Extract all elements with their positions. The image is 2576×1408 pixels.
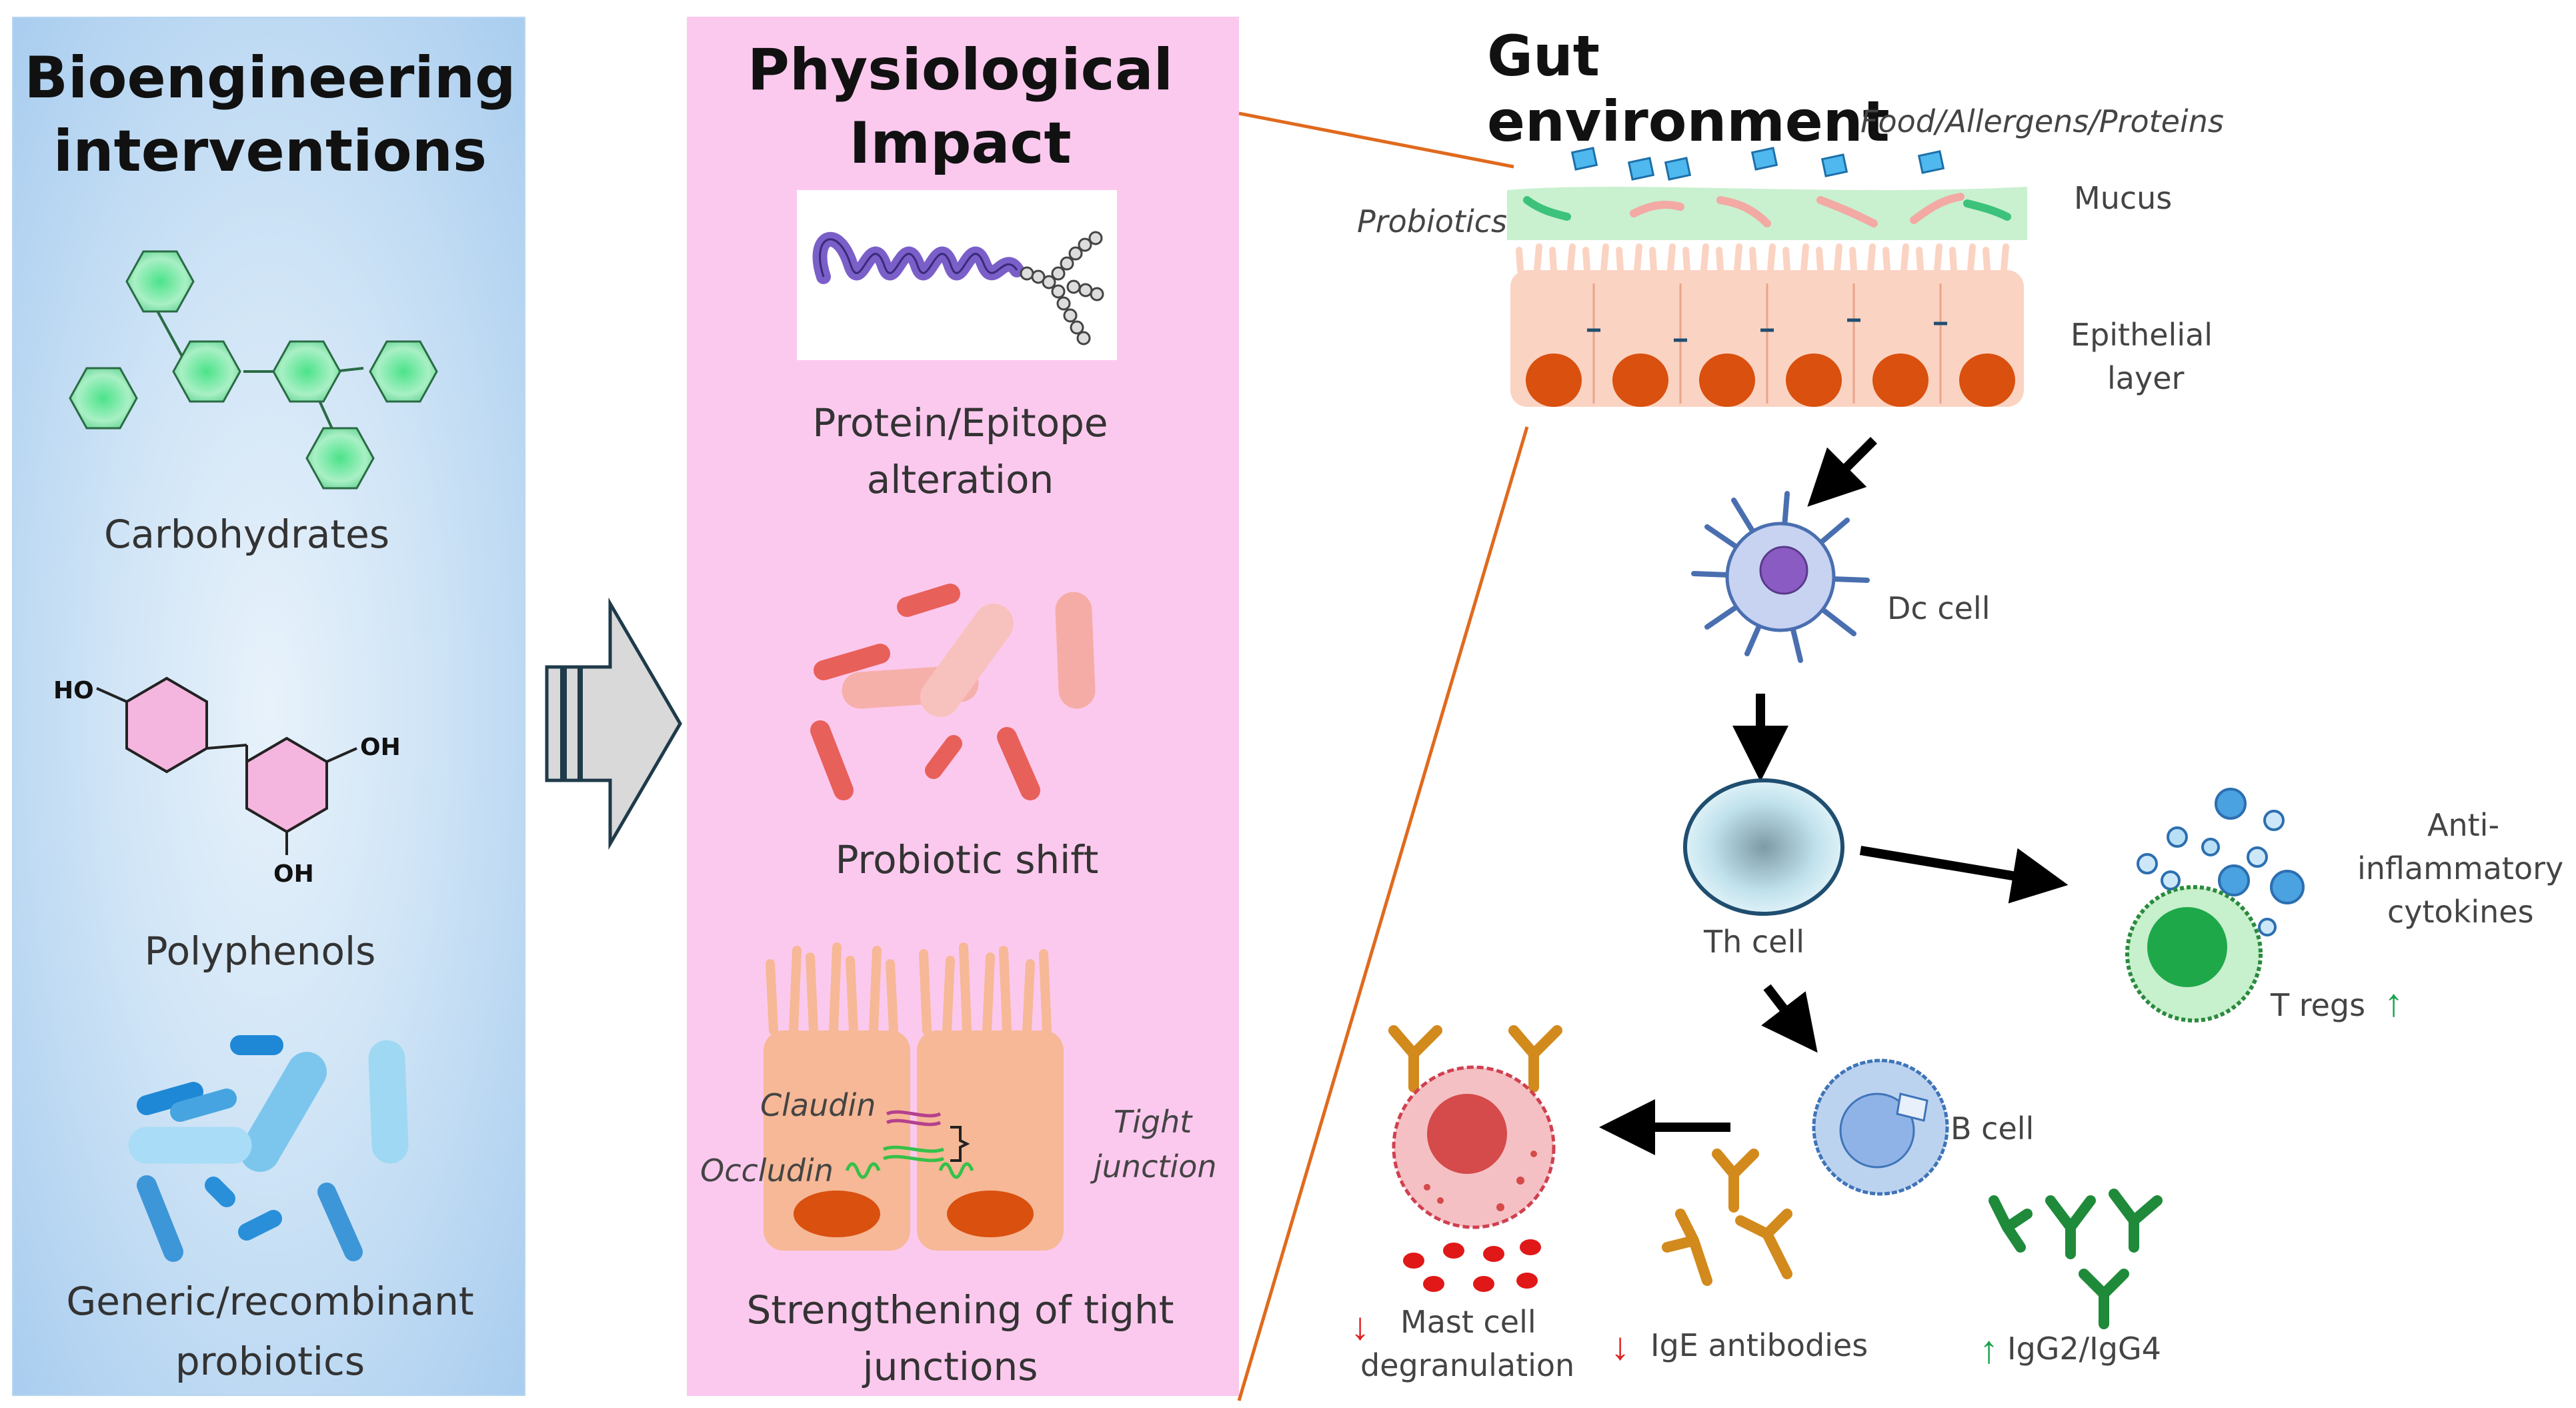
b-cell-icon: [1812, 1059, 1949, 1196]
left-title-line2: interventions: [53, 118, 487, 185]
blue-bacteria-icon: [128, 1035, 409, 1262]
mast-cell-label-line2: degranulation: [1360, 1347, 1575, 1383]
oh-bottom-label: OH: [273, 860, 314, 888]
probiotics-tissue-label: Probiotics: [1357, 203, 1507, 239]
igg-antibodies-icon: [1989, 1189, 2163, 1329]
resveratrol-structure-icon: HO OH OH: [53, 676, 401, 888]
probiotics-label-line2: probiotics: [175, 1339, 365, 1384]
dc-cell-label: Dc cell: [1887, 590, 1991, 626]
gut-environment-title: Gut environment: [1487, 23, 1890, 154]
mast-cell-label-line1: Mast cell: [1400, 1304, 1536, 1340]
ige-label: IgE antibodies: [1650, 1327, 1868, 1363]
mast-down-arrow-icon: ↓: [1350, 1305, 1370, 1348]
food-allergens-label: Food/Allergens/Proteins: [1860, 103, 2224, 139]
tight-junction-icon: [764, 942, 1064, 1251]
mucus-label: Mucus: [2074, 180, 2173, 216]
protein-alteration-line1: Protein/Epitope: [812, 400, 1108, 446]
tight-junction-line1: Strengthening of tight: [746, 1287, 1174, 1333]
bioengineering-panel: Bioengineering interventions Carbohydr: [12, 17, 525, 1396]
tight-label: Tight: [1114, 1104, 1192, 1140]
protein-alteration-line2: alteration: [866, 457, 1054, 502]
mast-cell-icon: [1388, 1025, 1562, 1292]
probiotics-label-line1: Generic/recombinant: [66, 1279, 474, 1324]
junction-label: junction: [1094, 1149, 1217, 1185]
b-cell-label: B cell: [1951, 1111, 2035, 1147]
treg-cell-icon: [2125, 788, 2305, 1022]
epithelial-label-line1: Epithelial: [2071, 317, 2213, 353]
anti-inflammatory-line2: inflammatory: [2357, 850, 2564, 886]
polyphenols-label: Polyphenols: [144, 928, 376, 974]
probiotic-shift-label: Probiotic shift: [835, 837, 1099, 882]
ho-label: HO: [53, 677, 94, 704]
mid-title-line1: Physiological: [747, 37, 1174, 103]
hexagon-chain-icon: [69, 250, 438, 490]
carbohydrates-label: Carbohydrates: [103, 512, 390, 557]
anti-inflammatory-line1: Anti-: [2427, 807, 2500, 843]
pink-bacteria-icon: [810, 584, 1096, 800]
gut-tissue-icon: [1507, 147, 2027, 407]
left-title-line1: Bioengineering: [24, 45, 516, 111]
oh-right-label: OH: [360, 734, 401, 761]
th-cell-icon: [1683, 778, 1844, 916]
big-arrow-icon: [545, 597, 682, 850]
anti-inflammatory-line3: cytokines: [2387, 894, 2534, 930]
th-cell-label: Th cell: [1704, 924, 1805, 960]
igg-label: IgG2/IgG4: [2007, 1331, 2161, 1367]
dendritic-cell-icon: [1691, 491, 1870, 663]
claudin-label: Claudin: [760, 1087, 876, 1123]
tight-junction-line2: junctions: [862, 1344, 1038, 1389]
occludin-label: Occludin: [700, 1153, 834, 1189]
protein-helix-icon: [812, 231, 1104, 345]
tregs-label: T regs: [2271, 987, 2366, 1023]
ige-antibodies-icon: [1662, 1149, 1792, 1286]
tregs-up-arrow-icon: ↑: [2384, 981, 2403, 1024]
physiological-impact-panel: Physiological Impact Protein/Epitope alt…: [687, 17, 1239, 1396]
mid-title-line2: Impact: [849, 110, 1072, 177]
igg-up-arrow-icon: ↑: [1979, 1328, 1999, 1371]
epithelial-label-line2: layer: [2107, 360, 2185, 396]
ige-down-arrow-icon: ↓: [1610, 1325, 1630, 1368]
